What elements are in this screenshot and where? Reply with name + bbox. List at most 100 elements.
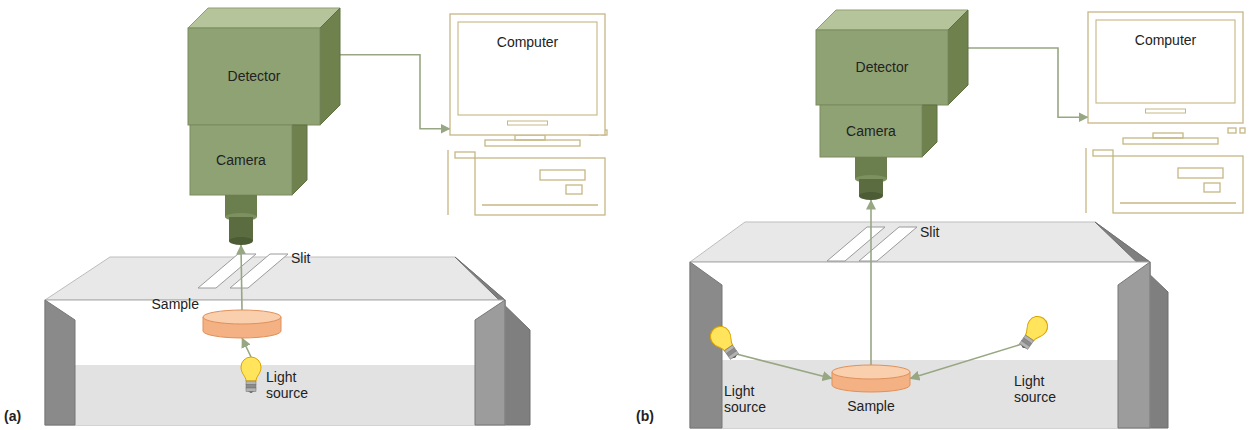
drive-slot: [1178, 168, 1223, 178]
monitor-detail: [1146, 109, 1186, 113]
node-caption: Sample: [152, 296, 199, 312]
slit-label: Slit: [291, 250, 310, 266]
box-top-face: [816, 10, 968, 30]
node-label: Detector: [816, 30, 948, 105]
computer-parts-b: [1086, 128, 1245, 213]
monitor-neck: [1153, 133, 1183, 138]
bulb-symbol: [706, 323, 743, 364]
enclosure-b: [690, 222, 1168, 428]
detector-box: Detector: [816, 10, 968, 105]
light-source-outline: [1020, 315, 1046, 351]
computer-monitor: Computer: [1088, 8, 1243, 123]
node-caption: Light source: [1014, 373, 1064, 405]
bulb-tip: [248, 392, 254, 394]
bracket-line: [1085, 148, 1086, 213]
computer-monitor: Computer: [450, 10, 605, 135]
tower-line: [1120, 202, 1236, 203]
drive-slot: [1204, 183, 1220, 192]
detector-box-outline: [816, 10, 968, 105]
bulb-glass: [1021, 313, 1051, 344]
monitor-neck: [515, 135, 545, 140]
sample-top: [203, 310, 281, 324]
light-path-arrow: [735, 354, 832, 379]
monitor-button: [1240, 128, 1245, 133]
drive-slot: [540, 170, 585, 180]
tower-line: [482, 204, 598, 205]
computer-monitor-outline: [1088, 8, 1243, 123]
box-side-face: [948, 10, 968, 105]
detector-box-outline: [188, 8, 340, 125]
node-caption: Light source: [266, 369, 316, 401]
enclosure-interior: [45, 300, 505, 425]
light-source-outline: [240, 357, 262, 393]
monitor-frame: [1088, 12, 1243, 123]
bulb-symbol: [1014, 313, 1051, 354]
monitor-frame: [450, 14, 605, 135]
bulb-tip: [732, 355, 738, 360]
bracket-tab: [1093, 150, 1113, 156]
bracket-line: [447, 150, 448, 215]
light-source: Light source: [1020, 315, 1046, 351]
box-top-face: [188, 8, 340, 28]
box-front-face: [188, 28, 320, 125]
bulb-glass: [241, 357, 261, 381]
enclosure-a: [45, 257, 530, 425]
bulb-symbol: [241, 357, 261, 393]
box-side-face: [292, 125, 307, 195]
enclosure-interior: [690, 262, 1150, 428]
bulb-base: [246, 388, 256, 392]
node-label: Computer: [1088, 32, 1243, 48]
enclosure-right-wall: [475, 300, 505, 425]
computer-parts-a: [448, 130, 607, 215]
light-path-arrow: [242, 338, 251, 357]
monitor-base: [485, 140, 580, 146]
enclosure-top: [690, 222, 1150, 262]
sample-disc: Sample: [203, 310, 281, 338]
slit-bar: [859, 227, 917, 261]
light-path-arrow: [241, 245, 242, 310]
camera-box-outline: [190, 125, 307, 245]
panel-label: (b): [636, 408, 654, 424]
monitor-button: [1228, 128, 1236, 133]
panel-label: (a): [4, 408, 21, 424]
box-front-face: [190, 125, 292, 195]
drive-slot: [566, 185, 582, 194]
bulb-base: [728, 351, 738, 360]
box-side-face: [320, 8, 340, 125]
monitor-base: [1123, 138, 1218, 144]
light-source: Light source: [240, 357, 262, 393]
bulb-glass: [706, 323, 736, 354]
detector-box: Detector: [188, 8, 340, 125]
node-label: Detector: [188, 28, 320, 125]
box-front-face: [816, 30, 948, 105]
bulb-base: [246, 385, 256, 389]
camera-box: Camera: [190, 125, 307, 245]
light-path-arrow: [340, 55, 450, 129]
enclosure-floor: [45, 365, 505, 425]
sample-disc-outline: [832, 365, 910, 392]
enclosure-floor: [690, 360, 1150, 428]
enclosure-right-wall: [1118, 262, 1150, 428]
light-source-outline: [712, 325, 738, 361]
bulb-tip: [1020, 345, 1026, 350]
box-side-face: [922, 105, 937, 157]
enclosure-left-wall: [45, 300, 75, 425]
bulb-base: [246, 381, 256, 385]
node-label: Camera: [820, 105, 922, 157]
sample-top: [832, 365, 910, 379]
computer-monitor-outline: [450, 10, 605, 135]
bulb-base: [1019, 341, 1029, 350]
light-path-arrow: [968, 48, 1088, 117]
light-path-arrow: [870, 200, 872, 365]
node-label: Computer: [450, 34, 605, 50]
slit-bar: [230, 254, 288, 288]
lens-glass: [229, 237, 253, 245]
light-path-arrow: [910, 344, 1023, 379]
node-label: Camera: [190, 125, 292, 195]
camera-box-outline: [820, 105, 937, 200]
box-front-face: [820, 105, 922, 157]
slit-b: [827, 227, 917, 261]
slit-label: Slit: [920, 224, 939, 240]
